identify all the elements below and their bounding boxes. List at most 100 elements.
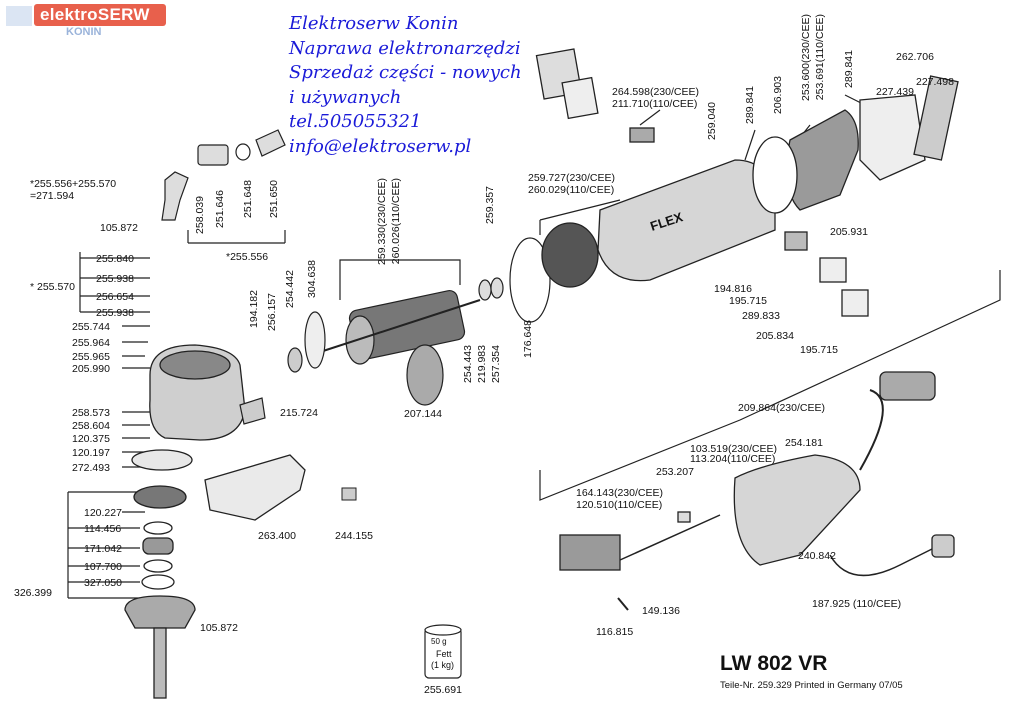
part-label: 254.181 (785, 437, 823, 449)
ring-3 (141, 574, 175, 590)
brush-holder (629, 127, 655, 143)
part-label: 187.925 (110/CEE) (812, 598, 902, 610)
shaft-bearing (287, 347, 303, 373)
part-label: 176.648 (522, 320, 534, 358)
part-label: 120.375 (72, 433, 110, 445)
bracket-disk (304, 311, 326, 369)
part-label: 289.841 (744, 86, 756, 124)
part-label: 113.204(110/CEE) (690, 453, 776, 465)
part-label: 120.197 (72, 447, 110, 459)
bearing (142, 537, 174, 555)
part-label: 103.519(230/CEE) (690, 443, 777, 455)
part-label: 227.439 (876, 86, 914, 98)
screw-149 (617, 597, 629, 611)
part-label: 272.493 (72, 462, 110, 474)
shop-service: Naprawa elektronarzędzi (289, 37, 521, 59)
spindle-flange (124, 595, 196, 629)
print-note: Teile-Nr. 259.329 Printed in Germany 07/… (720, 680, 903, 691)
part-label: 195.715 (729, 295, 767, 307)
part-label: 256.654 (96, 291, 134, 303)
part-label: 209.864(230/CEE) (738, 402, 825, 414)
part-label: 164.143(230/CEE) (576, 487, 663, 499)
part-label: 205.931 (830, 226, 868, 238)
armature-shaft (319, 299, 481, 353)
cord-110 (829, 544, 941, 577)
fan (406, 344, 444, 406)
brush-cover-2 (841, 289, 869, 317)
part-label: 255.840 (96, 253, 134, 265)
model-title: LW 802 VR (720, 652, 828, 675)
part-label: 253.691(110/CEE) (814, 14, 826, 101)
part-label: 255.965 (72, 351, 110, 363)
part-label: *255.556 (226, 251, 269, 263)
grease-label-2: (1 kg) (431, 660, 455, 670)
switch-cable (619, 514, 721, 561)
part-label: 260.026(110/CEE) (390, 178, 402, 265)
bearing-ring-2 (490, 277, 504, 299)
rear-handle (733, 454, 861, 566)
part-label: 255.964 (72, 337, 110, 349)
leader-lines-left (122, 325, 150, 513)
part-label: 215.724 (280, 407, 318, 419)
logo-bar (34, 4, 166, 26)
part-label: 194.816 (714, 283, 752, 295)
part-label: 114.456 (84, 523, 122, 535)
schuko-plug (931, 534, 955, 558)
shop-sales-cont: i używanych (289, 86, 402, 108)
part-label: 105.872 (200, 622, 238, 634)
part-label: 262.706 (896, 51, 934, 63)
left-bracket-lower (67, 491, 140, 599)
part-label: *255.556+255.570 (30, 178, 117, 190)
grease-weight: 50 g (431, 637, 447, 646)
bracket-clip (239, 397, 266, 425)
part-label: 255.691 (424, 684, 462, 696)
part-label: 259.330(230/CEE) (376, 178, 388, 265)
rear-cap (786, 109, 859, 211)
gasket-plate (131, 449, 193, 471)
part-label: 116.815 (596, 626, 634, 638)
fan-baffle (509, 237, 551, 323)
logo-city-text: KONIN (66, 26, 102, 38)
grease-tin-lid (424, 624, 462, 636)
shop-name: Elektroserw Konin (289, 13, 459, 34)
elektroserw-logo: elektroSERW KONIN (4, 4, 166, 38)
part-label: 259.040 (706, 102, 718, 140)
shop-phone: tel.505055321 (289, 111, 422, 132)
part-label: 219.983 (476, 345, 488, 383)
switch-unit (559, 534, 621, 571)
part-label: 289.841 (843, 50, 855, 88)
part-label: 254.443 (462, 345, 474, 383)
part-label: 171.042 (84, 543, 122, 555)
end-cover (859, 94, 926, 181)
filter-mesh (913, 75, 959, 161)
part-label: 259.727(230/CEE) (528, 172, 615, 184)
part-label: 257.354 (490, 345, 502, 383)
part-label: 258.039 (194, 196, 206, 234)
part-label: 207.144 (404, 408, 442, 420)
hose-fitting (161, 171, 189, 221)
part-label: 253.600(230/CEE) (800, 14, 812, 101)
bracket-right (539, 199, 621, 235)
part-label: 256.157 (266, 293, 278, 331)
part-label: 264.598(230/CEE) (612, 86, 699, 98)
part-label: 251.646 (214, 190, 226, 228)
part-label: 254.442 (284, 270, 296, 308)
ring-1 (143, 521, 173, 535)
part-label: 105.872 (100, 222, 138, 234)
part-label: 255.938 (96, 273, 134, 285)
part-label: 326.399 (14, 587, 52, 599)
brush-plate-2 (561, 76, 599, 120)
part-label: 251.648 (242, 180, 254, 218)
shop-contact-block: Elektroserw Konin Naprawa elektronarzędz… (289, 12, 522, 159)
logo-mark (6, 6, 32, 26)
part-label: 240.842 (798, 550, 836, 562)
part-label: 327.050 (84, 577, 122, 589)
brush-holder-b (784, 231, 808, 251)
left-bracket-line (79, 252, 150, 313)
part-label: 120.510(110/CEE) (576, 499, 663, 511)
brush-cover (819, 257, 847, 283)
part-label: 195.715 (800, 344, 838, 356)
spindle (153, 627, 167, 699)
part-label: 259.357 (484, 186, 496, 224)
